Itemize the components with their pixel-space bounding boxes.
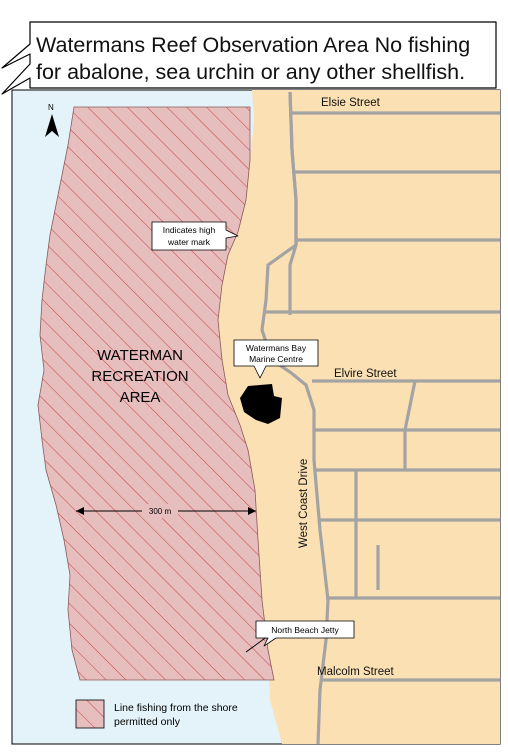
street-label-elvire: Elvire Street	[334, 368, 397, 380]
legend-label-line-1: Line fishing from the shore	[114, 702, 238, 714]
area-label-line-1: WATERMAN	[97, 347, 183, 364]
jetty-label: North Beach Jetty	[271, 625, 339, 635]
street-label-malcolm: Malcolm Street	[317, 666, 394, 678]
area-label-line-2: RECREATION	[91, 368, 188, 385]
north-arrow-icon	[45, 114, 59, 137]
scale-label: 300 m	[149, 507, 172, 516]
callout-box	[1, 21, 497, 95]
marine-centre-label-line-2: Marine Centre	[249, 354, 303, 364]
high-water-callout: Indicates high water mark	[151, 221, 239, 251]
scale-bar: 300 m	[76, 504, 256, 518]
jetty-callout: North Beach Jetty	[255, 620, 355, 647]
callout-title-line-2: for abalone, sea urchin or any other she…	[36, 60, 465, 84]
marine-centre-label-line-1: Watermans Bay	[246, 343, 307, 353]
north-beach-jetty	[245, 635, 269, 653]
legend-label-line-2: permitted only	[114, 716, 181, 728]
north-arrow: N	[45, 103, 59, 137]
high-water-label-line-2: water mark	[167, 237, 211, 247]
street-label-elsie: Elsie Street	[321, 97, 381, 109]
legend: Line fishing from the shore permitted on…	[75, 699, 238, 729]
north-label: N	[48, 103, 54, 112]
legend-hatch-swatch	[75, 699, 105, 729]
marine-centre-building	[240, 384, 282, 424]
road-network	[260, 91, 500, 744]
area-label-line-3: AREA	[120, 389, 161, 406]
land-area	[218, 90, 500, 744]
high-water-label-line-1: Indicates high	[163, 225, 216, 235]
street-label-west-coast-drive: West Coast Drive	[298, 459, 310, 548]
marine-centre-callout: Watermans Bay Marine Centre	[233, 339, 319, 379]
callout-title-line-1: Watermans Reef Observation Area No fishi…	[36, 33, 470, 57]
